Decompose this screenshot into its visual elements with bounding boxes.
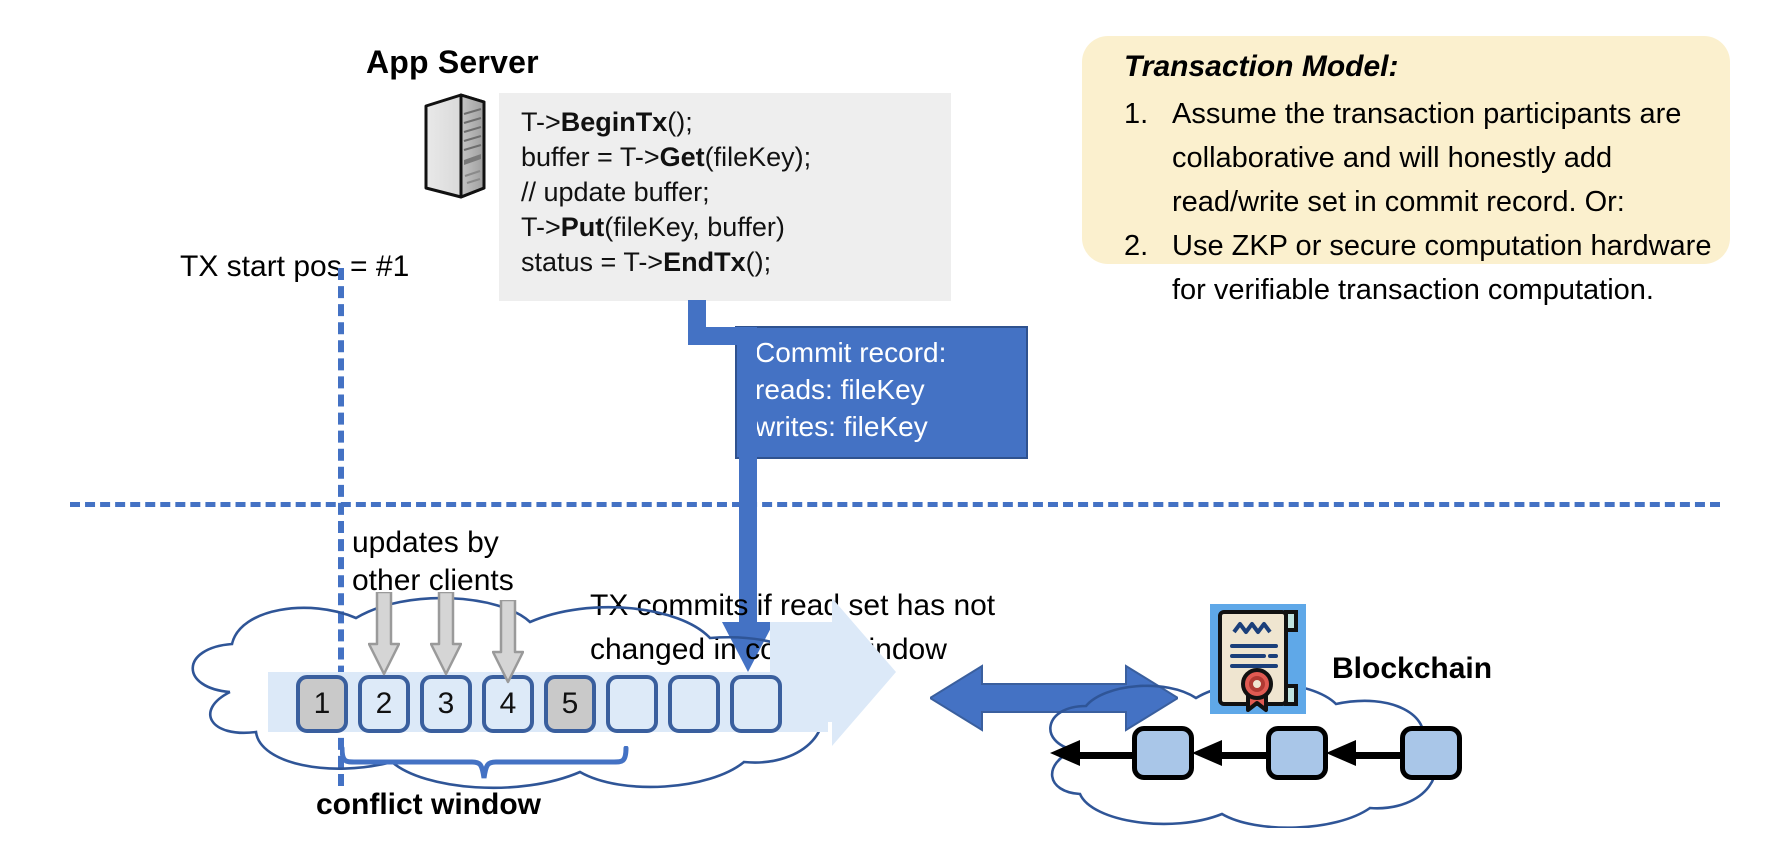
- code-line-4-bold: Put: [560, 212, 605, 242]
- blockchain-arrowhead-1: [1050, 740, 1080, 771]
- blockchain-block-3[interactable]: [1400, 726, 1462, 780]
- code-line-2-suffix: (fileKey);: [704, 142, 812, 172]
- blockchain-link-2: [1206, 752, 1276, 759]
- ledger-cell-7[interactable]: [668, 675, 720, 733]
- tx-commits-line-1: TX commits if read set has not: [590, 589, 996, 622]
- ledger-cell-4[interactable]: 4: [482, 675, 534, 733]
- blockchain-arrowhead-2: [1192, 740, 1222, 771]
- code-line-2: buffer = T->Get(fileKey);: [521, 140, 811, 174]
- tx-commits-label: TX commits if read set has not changed i…: [590, 584, 995, 672]
- ledger-growth-arrow: [770, 598, 900, 748]
- code-line-3-prefix: // update buffer;: [521, 177, 710, 207]
- tx-start-pos-label: TX start pos = #1: [180, 250, 410, 283]
- tx-start-dashed-line: [338, 268, 344, 786]
- tx-commits-line-2: changed in conflict window: [590, 633, 947, 666]
- code-line-2-prefix: buffer = T->: [521, 142, 660, 172]
- conflict-window-label: conflict window: [316, 788, 541, 821]
- code-line-4-suffix: (fileKey, buffer): [604, 212, 785, 242]
- updates-label-line-1: updates by: [352, 526, 499, 559]
- transaction-model-item-2-text: Use ZKP or secure computation hardware f…: [1172, 230, 1712, 306]
- code-line-5-bold: EndTx: [663, 247, 746, 277]
- blockchain-link-3: [1340, 752, 1410, 759]
- transaction-model-list: 1. Assume the transaction participants a…: [1118, 92, 1718, 312]
- updates-by-other-clients-label: updates by other clients: [352, 524, 514, 600]
- blockchain-block-2[interactable]: [1266, 726, 1328, 780]
- code-panel: T->BeginTx(); buffer = T->Get(fileKey); …: [499, 93, 951, 301]
- conflict-window-brace: [339, 745, 630, 780]
- update-arrow-cell-3: [429, 590, 463, 676]
- code-line-5-suffix: ();: [745, 247, 772, 277]
- server-icon: [423, 92, 487, 200]
- code-line-1-prefix: T->: [521, 107, 561, 137]
- transaction-model-title: Transaction Model:: [1124, 50, 1399, 83]
- code-line-1: T->BeginTx();: [521, 105, 693, 139]
- code-line-1-suffix: ();: [667, 107, 693, 137]
- code-line-5: status = T->EndTx();: [521, 245, 771, 279]
- ledger-cell-6[interactable]: [606, 675, 658, 733]
- update-arrow-cell-2: [367, 590, 401, 676]
- blockchain-block-1[interactable]: [1132, 726, 1194, 780]
- ledger-cell-5[interactable]: 5: [544, 675, 596, 733]
- transaction-model-item-1-text: Assume the transaction participants are …: [1172, 98, 1682, 218]
- ledger-cell-1[interactable]: 1: [296, 675, 348, 733]
- ledger-cloud: [170, 592, 870, 792]
- commit-record-box: Commit record: reads: fileKey writes: fi…: [735, 326, 1028, 459]
- code-line-4-prefix: T->: [521, 212, 561, 242]
- code-line-5-prefix: status = T->: [521, 247, 664, 277]
- transaction-model-panel: Transaction Model: 1. Assume the transac…: [1082, 36, 1730, 306]
- ledger-cell-2[interactable]: 2: [358, 675, 410, 733]
- code-line-2-bold: Get: [659, 142, 705, 172]
- commit-record-reads: reads: fileKey: [755, 374, 925, 405]
- update-arrow-cell-4: [491, 598, 525, 684]
- transaction-model-item-1: 1. Assume the transaction participants a…: [1118, 92, 1718, 224]
- app-server-title: App Server: [366, 44, 539, 80]
- code-line-1-bold: BeginTx: [560, 107, 668, 137]
- blockchain-link-1: [1064, 752, 1142, 759]
- code-line-3: // update buffer;: [521, 175, 710, 209]
- ledger-cell-8[interactable]: [730, 675, 782, 733]
- transaction-model-item-2: 2. Use ZKP or secure computation hardwar…: [1118, 224, 1718, 312]
- transaction-model-item-2-number: 2.: [1124, 230, 1149, 262]
- blockchain-arrowhead-3: [1326, 740, 1356, 771]
- horizontal-dashed-divider: [70, 502, 1720, 507]
- transaction-model-item-1-number: 1.: [1124, 98, 1149, 130]
- commit-arrow: [680, 300, 810, 700]
- ledger-cell-3[interactable]: 3: [420, 675, 472, 733]
- blockchain-label: Blockchain: [1332, 652, 1493, 685]
- commit-record-writes: writes: fileKey: [755, 411, 928, 442]
- commit-record-title: Commit record:: [755, 337, 947, 368]
- blockchain-cloud: [1040, 681, 1460, 829]
- code-line-4: T->Put(fileKey, buffer): [521, 210, 785, 244]
- certificate-icon: [1210, 604, 1306, 714]
